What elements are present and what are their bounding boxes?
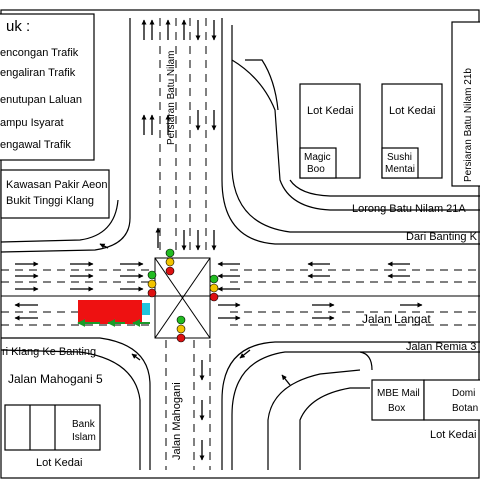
road-closure-block [78,300,142,324]
lot-kedai-bottom-left: Lot Kedai [36,457,82,469]
jalan-remia-label: Jalan Remia 3 [406,341,476,353]
lorong-edge-3 [289,179,480,197]
mbe-label-1: MBE Mail [377,388,420,399]
road-edge-top-right [221,18,480,245]
traffic-arrows [14,19,423,461]
bank-label-2: Islam [72,432,96,443]
lorong-label: Lorong Batu Nilam 21A [352,203,466,215]
lorong-edge-1 [231,59,480,211]
bank-label-1: Bank [72,419,96,430]
lorong-edge-2 [245,59,279,111]
domi-label-1: Domi [452,388,475,399]
mbe-label-2: Box [388,403,405,414]
domi-box [423,379,480,421]
legend-box [0,13,95,161]
legend-item-1: encongan Trafik [0,47,79,59]
aeon-label-2: Bukit Tinggi Klang [6,195,94,207]
traffic-signals [147,248,219,343]
road-edge-bottom-right [221,341,480,470]
ri-klang-label: ri Klang Ke Banting [2,346,96,358]
persiaran-vertical-label: Persiaran Batu Nilam [166,51,177,145]
labels: uk : encongan Trafik engaliran Trafik en… [0,18,478,469]
legend-item-5: engawal Trafik [0,139,71,151]
signal-left [147,270,157,298]
sushi-label: Sushi [387,152,412,163]
road-edge-top-left [0,18,131,253]
mbe-box [371,379,425,421]
legend-title: uk : [6,18,30,35]
remia-edge-3 [299,387,370,470]
lot-kedai-top-2: Lot Kedai [389,105,435,117]
curb-aeon [0,199,119,243]
curb-bottom-right [231,351,373,470]
mentai-label: Mentai [385,164,415,175]
barrier-marker [142,303,150,315]
magic-label: Magic [304,152,331,163]
boo-label: Boo [307,164,325,175]
magic-boo-box [299,147,337,179]
dari-banting-label: Dari Banting K [406,231,478,243]
jalan-mahogani-label: Jalan Mahogani [171,382,183,460]
curb-bottom-left [0,349,141,470]
legend-item-2: engaliran Trafik [0,67,76,79]
road-edges [0,18,480,470]
signal-top [165,248,175,276]
jalan-langat-label: Jalan Langat [362,312,431,326]
lane-markings [1,18,480,470]
aeon-label-1: Kawasan Pakir Aeon [6,179,108,191]
curb-top-right [231,25,480,233]
aeon-box [0,169,110,219]
bank-block [4,404,101,451]
sushi-box [381,147,419,179]
signal-right [209,274,219,302]
signal-bottom [176,315,186,343]
road-edge-bottom-left [1,337,151,470]
persiaran-21b-box [451,21,480,187]
jalan-mahogani-5-label: Jalan Mahogani 5 [8,372,103,386]
legend-item-3: enutupan Laluan [0,94,82,106]
remia-edge-2 [267,369,361,470]
lot-kedai-top-1: Lot Kedai [307,105,353,117]
lot-kedai-bottom-right: Lot Kedai [430,429,476,441]
domi-label-2: Botan [452,403,478,414]
legend-item-4: ampu Isyarat [0,117,64,129]
buildings [0,13,480,451]
persiaran-21b-label: Persiaran Batu Nilam 21b [463,68,474,182]
